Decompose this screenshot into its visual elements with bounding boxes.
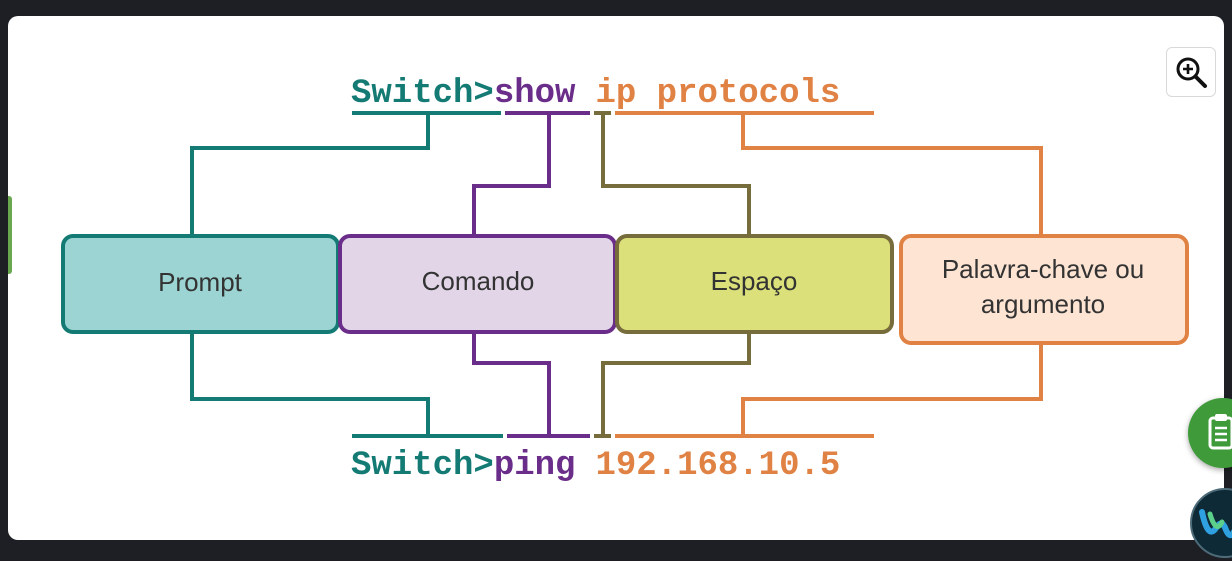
connector-command-bottom [472, 332, 590, 438]
connector-command-top [472, 111, 590, 236]
webex-button[interactable] [1190, 488, 1232, 558]
connector-argument-top [615, 111, 1043, 236]
bottom-argument-text: 192.168.10.5 [595, 447, 840, 485]
top-prompt-text: Switch> [351, 75, 494, 113]
label-keyword-line1: Palavra-chave ou [942, 254, 1144, 284]
zoom-in-button[interactable] [1166, 47, 1216, 97]
connector-space-top [594, 111, 751, 236]
label-prompt: Prompt [158, 267, 243, 297]
notes-button[interactable] [1188, 398, 1232, 468]
side-panel-tab[interactable] [8, 196, 12, 274]
connector-prompt-bottom [190, 332, 503, 438]
connector-argument-bottom [615, 343, 1043, 438]
top-argument-text: ip protocols [595, 75, 840, 113]
label-space: Espaço [711, 266, 798, 296]
label-command: Comando [422, 266, 535, 296]
top-command-line: Switch>show ip protocols [351, 75, 840, 113]
box-keyword-argument [899, 234, 1189, 345]
bottom-prompt-text: Switch> [351, 447, 494, 485]
label-keyword-line2: argumento [981, 289, 1105, 319]
top-command-text: show [494, 75, 576, 113]
clipboard-icon [1208, 414, 1232, 450]
bottom-command-text: ping [494, 447, 576, 485]
webex-icon [1199, 509, 1232, 539]
box-space [615, 234, 894, 334]
connector-space-bottom [594, 332, 751, 438]
connector-prompt-top [190, 111, 501, 236]
bottom-command-line: Switch>ping 192.168.10.5 [351, 447, 840, 485]
zoom-in-icon [1176, 57, 1207, 88]
